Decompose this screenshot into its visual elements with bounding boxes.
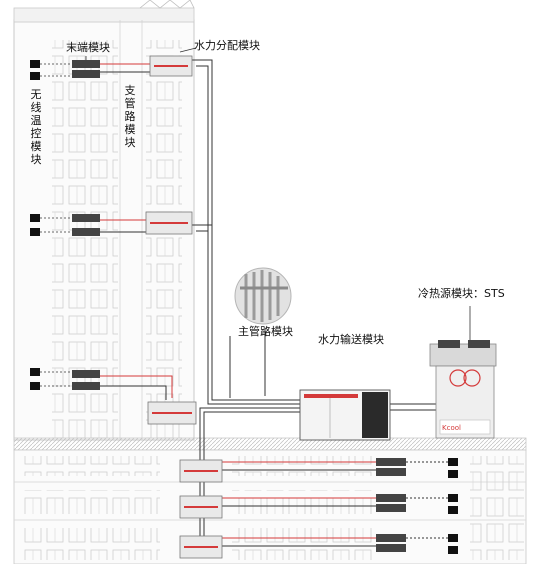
- distribution-manifold-bottom: [147, 401, 197, 425]
- hydraulic-distribution-module-label: 水力分配模块: [194, 39, 260, 52]
- leader-lines: [85, 47, 471, 344]
- tower-pipe-runs: [100, 63, 173, 400]
- wireless-thermostat-module-label: 无线温控模块: [30, 88, 42, 166]
- main-riser-pipes: [192, 59, 440, 545]
- hydraulic-transport-unit: [299, 389, 391, 441]
- terminal-units-tower: [72, 60, 100, 390]
- hydraulic-transport-module-label: 水力输送模块: [318, 333, 384, 346]
- distribution-manifold-middle: [145, 211, 193, 235]
- distribution-manifold-top: [149, 55, 193, 77]
- main-pipe-module-label: 主管路模块: [238, 325, 293, 338]
- podium-building: [13, 437, 527, 564]
- terminal-module-label: 末端模块: [66, 41, 110, 54]
- podium-manifolds: [179, 459, 223, 559]
- main-pipe-photo: [234, 267, 292, 325]
- brand-logo-text: Kcool: [442, 424, 461, 432]
- podium-pipe-runs: [222, 461, 448, 547]
- thermostats-tower: [30, 60, 72, 390]
- terminal-units-podium: [376, 458, 458, 554]
- heat-cold-source-unit: [429, 340, 497, 439]
- branch-module-label: 支管路模块: [124, 84, 136, 149]
- heat-cold-source-module-label: 冷热源模块：STS: [418, 287, 505, 300]
